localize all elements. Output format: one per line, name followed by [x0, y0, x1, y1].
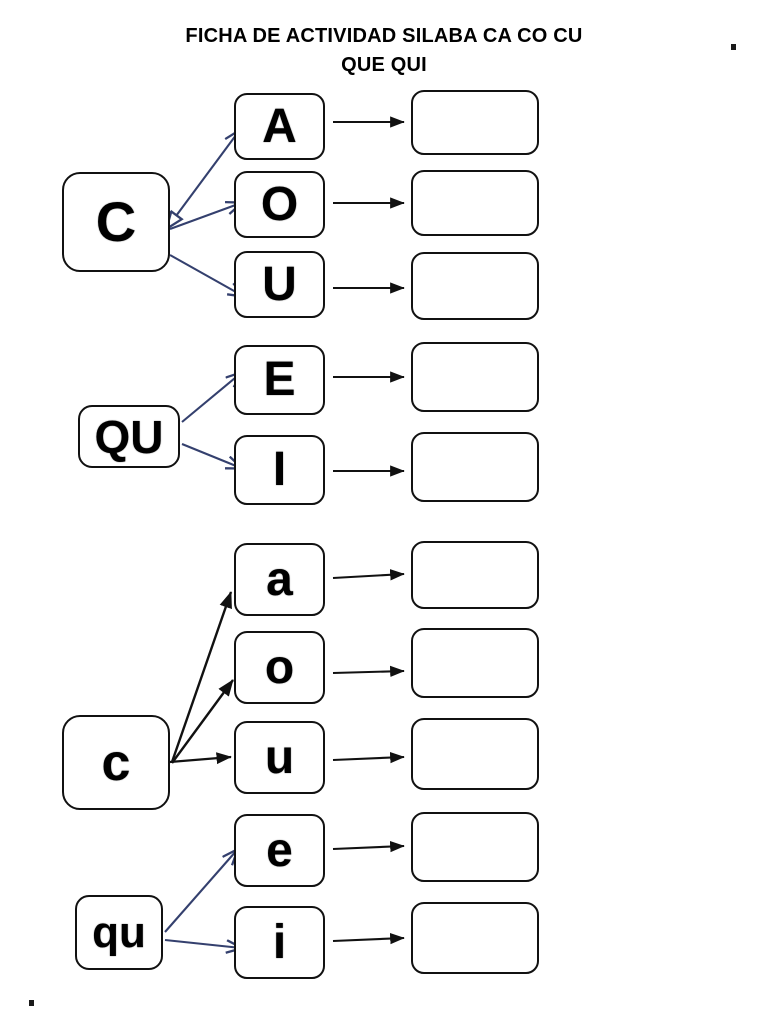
vowel-label-U: U [262, 257, 297, 311]
title-line-2: QUE QUI [341, 54, 427, 76]
answer-box-qui-lower[interactable] [411, 902, 539, 974]
connector-u-lc-to-answer [332, 751, 405, 764]
vowel-label-a-lower: a [266, 555, 293, 604]
connector-qu-to-e [181, 373, 241, 423]
vowel-box-O[interactable]: O [234, 171, 325, 238]
consonant-label-c-lower: c [101, 733, 131, 792]
vowel-box-o-lower[interactable]: o [234, 631, 325, 704]
vowel-label-I: I [272, 443, 287, 496]
vowel-box-I[interactable]: I [234, 435, 325, 505]
consonant-box-QU[interactable]: QU [78, 405, 180, 468]
dot-bottom-left [29, 1000, 34, 1006]
consonant-label-QU: QU [94, 410, 164, 463]
vowel-label-i-lower: i [272, 915, 287, 969]
consonant-box-qu-lower[interactable]: qu [75, 895, 163, 970]
consonant-label-qu-lower: qu [92, 907, 146, 957]
connector-e-lc-to-answer [332, 840, 405, 853]
connector-a-lc-to-answer [332, 569, 405, 581]
vowel-label-e-lower: e [266, 823, 293, 877]
connector-o-lc-to-answer [332, 665, 405, 678]
connector-qu-to-i [181, 443, 241, 468]
connector-i-lc-to-answer [332, 932, 405, 945]
connector-lc-to-o [171, 679, 234, 764]
vowel-box-a-lower[interactable]: a [234, 543, 325, 616]
vowel-label-O: O [260, 177, 299, 231]
connector-lc-to-u [169, 752, 232, 765]
vowel-label-o-lower: o [264, 640, 295, 694]
connector-lc-to-a [170, 591, 233, 763]
answer-box-QUE[interactable] [411, 342, 539, 412]
vowel-box-i-lower[interactable]: i [234, 906, 325, 979]
consonant-box-C[interactable]: C [62, 172, 170, 272]
connector-c-to-o [169, 203, 241, 230]
answer-box-CO[interactable] [411, 170, 539, 236]
consonant-box-c-lower[interactable]: c [62, 715, 170, 810]
connector-c-to-u [169, 254, 243, 296]
answer-box-ca[interactable] [411, 541, 539, 609]
page-title: FICHA DE ACTIVIDAD SILABA CA CO CU QUE Q… [0, 22, 768, 80]
title-line-1: FICHA DE ACTIVIDAD SILABA CA CO CU [185, 25, 583, 47]
answer-box-co[interactable] [411, 628, 539, 698]
connector-lqu-to-i [164, 938, 241, 948]
vowel-box-U[interactable]: U [234, 251, 325, 318]
vowel-box-E[interactable]: E [234, 345, 325, 415]
connector-c-to-a [176, 131, 239, 216]
vowel-label-E: E [263, 353, 296, 406]
consonant-label-C: C [95, 190, 137, 253]
dot-top-right [731, 44, 736, 50]
connector-lqu-to-e [164, 850, 237, 933]
vowel-label-u-lower: u [264, 730, 295, 784]
answer-box-QUI[interactable] [411, 432, 539, 502]
vowel-label-A: A [262, 99, 297, 153]
vowel-box-e-lower[interactable]: e [234, 814, 325, 887]
vowel-box-A[interactable]: A [234, 93, 325, 160]
vowel-box-u-lower[interactable]: u [234, 721, 325, 794]
answer-box-que-lower[interactable] [411, 812, 539, 882]
answer-box-cu[interactable] [411, 718, 539, 790]
answer-box-CU[interactable] [411, 252, 539, 320]
answer-box-CA[interactable] [411, 90, 539, 155]
